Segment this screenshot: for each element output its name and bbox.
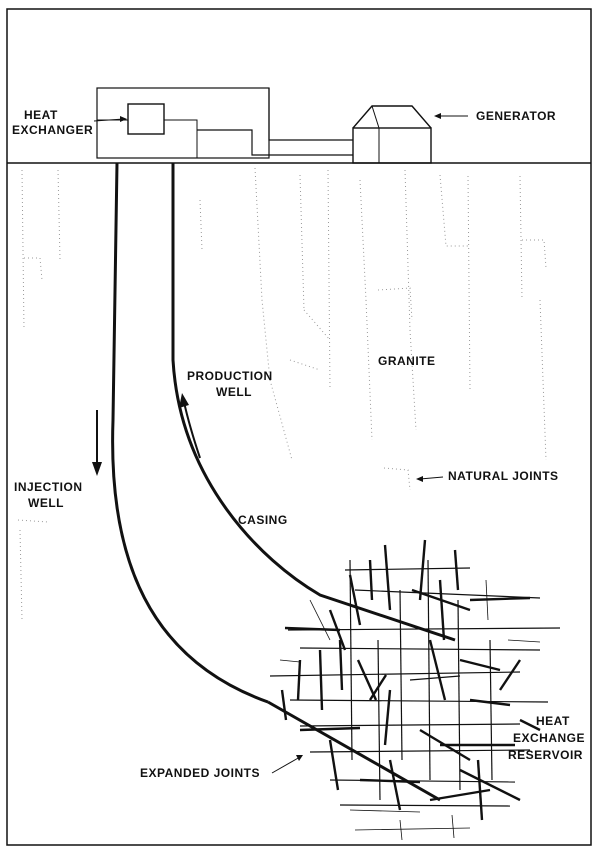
label-arrows [93, 113, 468, 774]
production-flow-arrow [183, 401, 201, 459]
diagram-labels: HEAT EXCHANGER GENERATOR PRODUCTION WELL… [12, 108, 585, 780]
natural-joints [17, 167, 547, 621]
label-reservoir-line2: EXCHANGE [513, 731, 585, 745]
label-production-well-line2: WELL [216, 385, 252, 399]
diagram-frame [6, 8, 592, 846]
pipe-to-generator [268, 88, 353, 141]
label-production-well-line1: PRODUCTION [187, 369, 273, 383]
heat-exchanger-housing [96, 87, 270, 159]
heat-exchanger-core [127, 103, 165, 135]
label-granite: GRANITE [378, 354, 436, 368]
arrow-expanded-joints [271, 756, 301, 774]
flow-arrows [92, 393, 201, 476]
arrow-heat-exchanger [93, 118, 125, 122]
label-reservoir-line1: HEAT [536, 714, 570, 728]
label-casing: CASING [238, 513, 288, 527]
production-well-casing [171, 163, 456, 642]
label-natural-joints: NATURAL JOINTS [448, 469, 559, 483]
label-injection-well-line1: INJECTION [14, 480, 83, 494]
label-heat-exchanger-line2: EXCHANGER [12, 123, 93, 137]
arrow-natural-joints [419, 476, 444, 480]
label-heat-exchanger-line1: HEAT [24, 108, 58, 122]
pipe-from-generator [197, 129, 353, 156]
label-injection-well-line2: WELL [28, 496, 64, 510]
surface-plant [96, 87, 432, 164]
fracture-network [269, 539, 561, 841]
generator-building [352, 105, 432, 164]
label-reservoir-line3: RESERVOIR [508, 748, 583, 762]
injection-well-pipe [111, 162, 269, 704]
label-generator: GENERATOR [476, 109, 556, 123]
label-expanded-joints: EXPANDED JOINTS [140, 766, 260, 780]
